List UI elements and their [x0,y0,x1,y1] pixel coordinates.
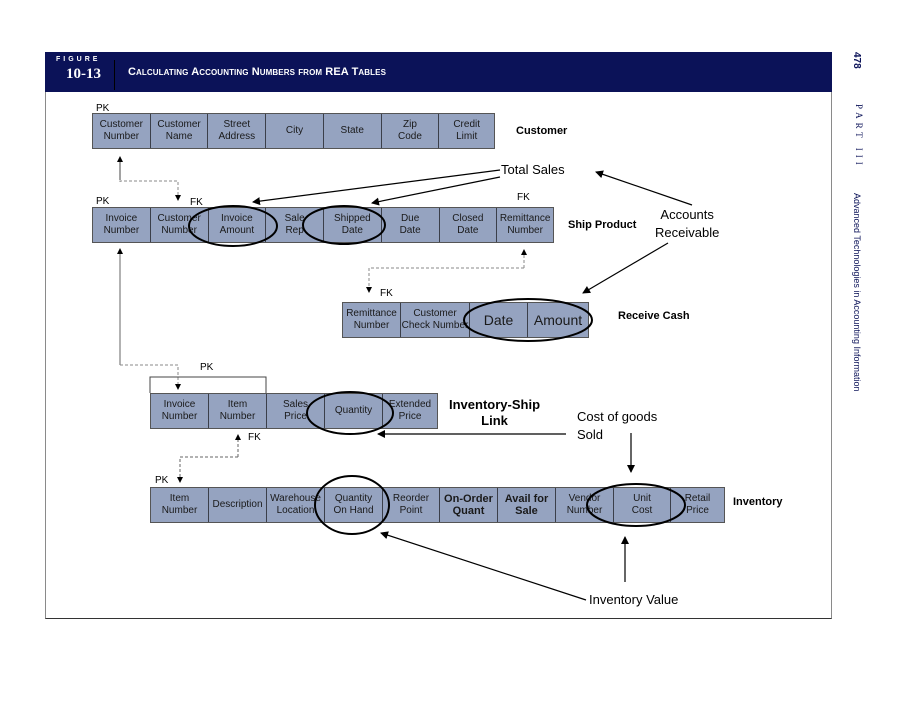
figure-title: Calculating Accounting Numbers from REA … [128,66,387,78]
ship-product-column-sale-rep: Sale Rep [266,208,324,242]
receive-cash-column-remittance-number: Remittance Number [343,303,401,337]
figure-frame [45,52,832,619]
part-label: PART III [854,104,864,169]
inventory-ship-fk-label: FK [248,432,261,443]
total-sales-annotation: Total Sales [501,162,565,177]
customer-column-state: State [324,114,382,148]
inventory-table-name: Inventory [733,496,783,508]
inventory-value-annotation: Inventory Value [589,592,679,607]
customer-column-city: City [266,114,324,148]
header-divider [114,60,115,90]
inventory-ship-link-column-sales-price: Sales Price [267,394,325,428]
inventory-column-warehouse-location: Warehouse Location [267,488,325,522]
ship-product-column-remittance-number: Remittance Number [499,213,551,236]
customer-column-customer-name: Customer Name [151,114,209,148]
customer-column-zip-code: Zip Code [382,114,440,148]
accounts-receivable-annotation: Accounts Receivable [655,207,720,240]
ship-product-column-customer-number: Customer Number [151,208,209,242]
inventory-pk-label: PK [155,475,169,486]
receive-cash-column-customer-check-number: Customer Check Number [401,303,470,337]
customer-column-credit-limit: Credit Limit [453,119,481,142]
inventory-column-description: Description [209,488,267,522]
ship-product-table-name: Ship Product [568,219,637,231]
receive-cash-fk-label: FK [380,288,393,299]
ship-product-fk-customer-label: FK [190,197,203,208]
ship-product-pk-label: PK [96,196,110,207]
inventory-ship-link-column-invoice-number: Invoice Number [151,394,209,428]
ship-product-column-invoice-amount: Invoice Amount [209,208,267,242]
receive-cash-column-amount: Amount [533,312,583,328]
figure-header [45,52,832,92]
inventory-ship-link-column-quantity: Quantity [325,394,383,428]
inventory-ship-link-table-name: Inventory-Ship Link [449,397,541,428]
receive-cash-column-date: Date [470,303,528,337]
page-number: 478 [851,52,862,69]
inventory-column-unit-cost: Unit Cost [614,488,671,522]
inventory-column-reorder-point: Reorder Point [383,488,440,522]
ship-product-column-invoice-number: Invoice Number [93,208,151,242]
figure-number: 10-13 [66,66,101,82]
customer-table-name: Customer [516,125,568,137]
inventory-ship-link-column-item-number: Item Number [209,394,267,428]
customer-column-street-address: Street Address [208,114,267,148]
inventory-column-vendor-number: Vendor Number [556,488,614,522]
ship-product-column-shipped-date: Shipped Date [324,208,382,242]
inventory-ship-link-column-extended-price: Extended Price [388,399,432,422]
inventory-column-item-number: Item Number [151,488,209,522]
ship-product-column-due-date: Due Date [382,208,440,242]
inventory-column-on-order-quant: On-Order Quant [440,488,498,522]
inventory-column-retail-price: Retail Price [684,493,711,516]
customer-column-customer-number: Customer Number [93,114,151,148]
running-title: Advanced Technologies in Accounting Info… [852,193,862,392]
inventory-column-avail-for-sale: Avail for Sale [498,488,556,522]
receive-cash-table-name: Receive Cash [618,310,690,322]
customer-pk-label: PK [96,103,110,114]
inventory-column-quantity-on-hand: Quantity On Hand [325,488,383,522]
figure-label: FIGURE [56,56,101,63]
cost-of-goods-sold-annotation: Cost of goods Sold [577,409,658,442]
inventory-ship-pk-label: PK [200,362,214,373]
ship-product-fk-remittance-label: FK [517,192,530,203]
ship-product-column-closed-date: Closed Date [440,208,498,242]
